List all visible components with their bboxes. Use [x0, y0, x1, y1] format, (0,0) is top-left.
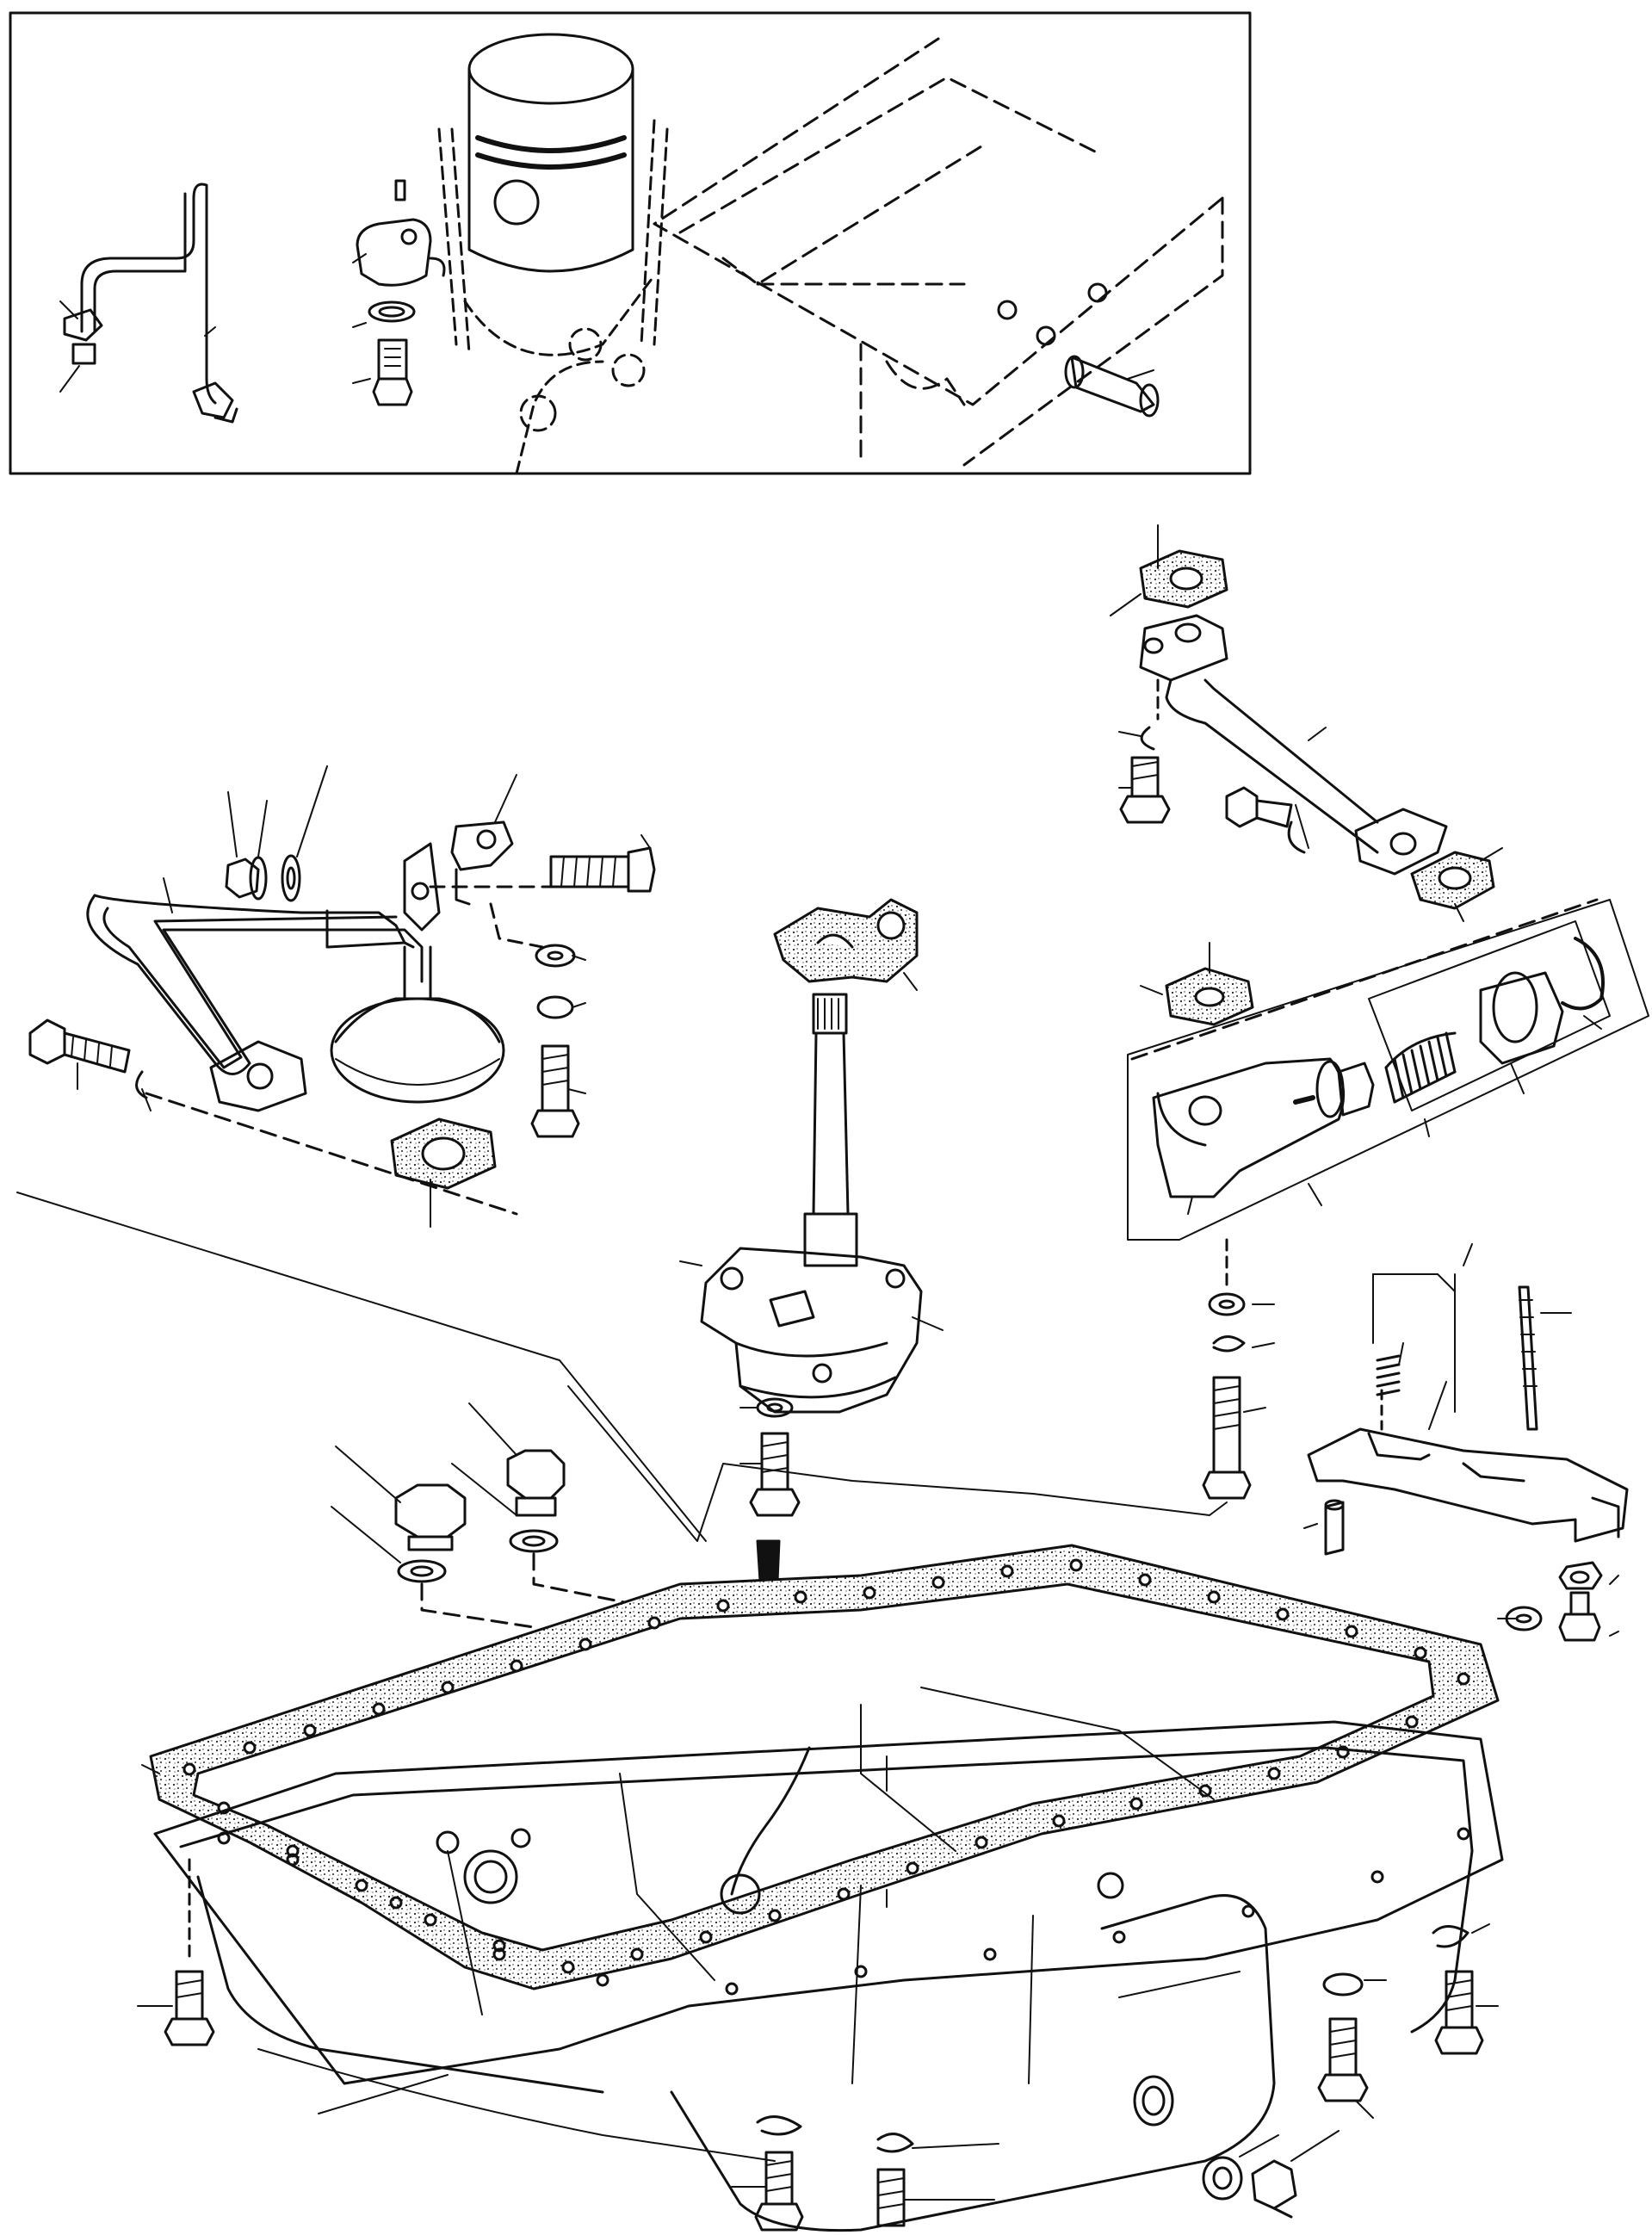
sump-fasteners: [137, 1858, 1499, 2232]
oil-sump-pan: [153, 1687, 1504, 2232]
sump-gasket: [141, 1544, 1500, 1990]
bearing-cap-assembly: [1303, 1243, 1629, 1642]
dowel-sleeve: [1064, 355, 1160, 418]
relief-fasteners: [567, 1238, 1275, 1542]
relief-valve-assembly: [1127, 898, 1649, 1241]
relief-spring: [1384, 1031, 1457, 1104]
oil-feed-pipe: [59, 183, 238, 424]
engine-block-phantom: [653, 37, 1224, 467]
delivery-pipe-assembly: [1110, 524, 1503, 922]
gasket-holes: [183, 1558, 1470, 1974]
oil-strainer-assembly: [28, 765, 656, 1228]
gallery-holes: [997, 282, 1108, 346]
piston-phantom: [437, 33, 669, 475]
oil-pump-assembly: [679, 898, 944, 1517]
piston-oil-jet: [352, 179, 446, 406]
inset-panel: [9, 11, 1252, 475]
